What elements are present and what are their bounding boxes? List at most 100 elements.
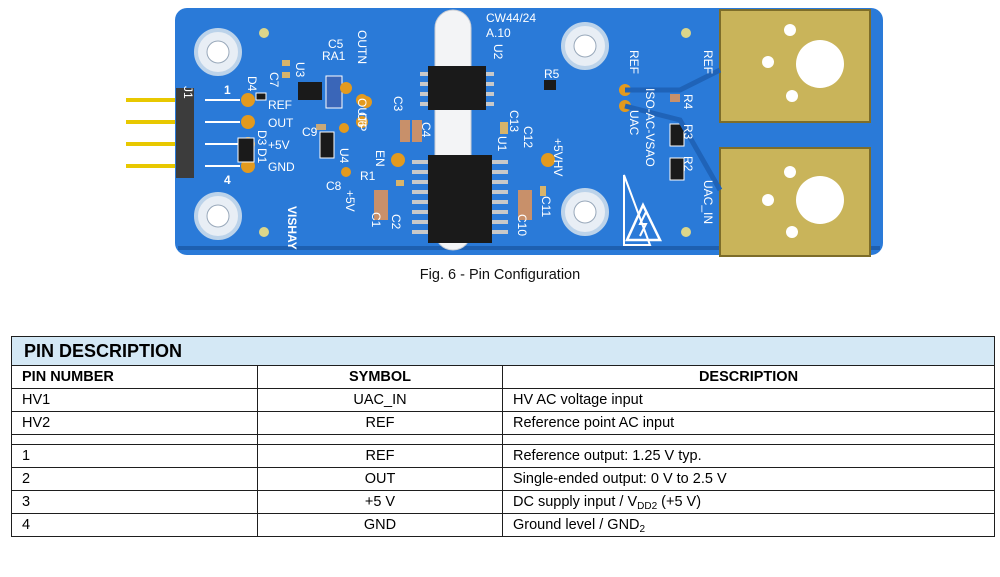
silk-out: OUT [268,116,294,130]
table-title: PIN DESCRIPTION [11,336,995,366]
silk-outn: OUTN [355,30,369,64]
silk-outp: OUTP [355,98,369,131]
connector-j1 [176,88,194,178]
table-row: 4 GND Ground level / GND2 [11,513,995,537]
header-pins [126,98,186,168]
silk-c11: C11 [539,196,553,217]
cell-symbol: OUT [257,467,503,491]
hv-pad-uac-in [719,147,871,257]
silk-c12: C12 [521,126,535,148]
cell-pin: HV1 [11,388,258,412]
cell-symbol: GND [257,513,503,537]
silk-c9: C9 [302,125,318,139]
vishay-logo: VISHAY [285,206,299,250]
cell-description: HV AC voltage input [502,388,995,412]
vias [259,28,691,237]
cell-description: Reference point AC input [502,411,995,435]
pcb-substrate [175,8,883,255]
description-text: Ground level / GND [513,517,640,533]
table-header-row: PIN NUMBER SYMBOL DESCRIPTION [11,365,995,389]
silk-d4: D4 [245,76,259,92]
figure-caption: Fig. 6 - Pin Configuration [419,267,581,283]
cell-pin: HV2 [11,411,258,435]
description-text: DC supply input / V [513,494,638,510]
silk-uac-in: UAC_IN [701,180,715,224]
pin1-label: 1 [224,83,231,97]
pin-description-table: PIN DESCRIPTION PIN NUMBER SYMBOL DESCRI… [11,336,995,537]
mounting-holes [194,22,609,240]
silk-c3: C3 [391,96,405,112]
cell-description: Ground level / GND2 [502,513,995,537]
silk-u2: U2 [491,44,505,60]
silk-en: EN [373,150,387,167]
table-spacer-row [11,434,995,445]
cell-description: DC supply input / VDD2 (+5 V) [502,490,995,514]
left-components [237,60,343,163]
table-row: 2 OUT Single-ended output: 0 V to 2.5 V [11,467,995,491]
silk-ref-net: REF [627,50,641,74]
silk-d3: D3 [255,130,269,146]
spacer-cell [257,434,503,445]
table-row: 1 REF Reference output: 1.25 V typ. [11,444,995,468]
silk-5v: +5V [268,138,290,152]
cell-pin: 1 [11,444,258,468]
header-description: DESCRIPTION [502,365,995,389]
silk-r5: R5 [544,67,560,81]
description-subscript: 2 [639,524,646,535]
silk-gnd: GND [268,160,295,174]
silk-iso: ISO-AC-VSAO [643,88,657,167]
silk-version-line2: A.10 [486,26,511,40]
pcb-board-image: J1 1 4 REF OUT +5V GND [120,0,890,265]
silk-c1: C1 [369,212,383,228]
silk-c10: C10 [515,214,529,236]
silk-plus5v: +5V [343,190,357,212]
passive-components [374,80,685,220]
silk-r2: R2 [681,156,695,172]
header-pin-number: PIN NUMBER [11,365,258,389]
silk-plus5vhv: +5VHV [551,138,565,176]
hazard-warning-icon [623,174,662,246]
header-symbol: SYMBOL [257,365,503,389]
table-row: HV1 UAC_IN HV AC voltage input [11,388,995,412]
silk-u3: U3 [293,62,307,78]
cell-description: Reference output: 1.25 V typ. [502,444,995,468]
silk-u4: U4 [337,148,351,164]
silk-r4: R4 [681,94,695,110]
cell-symbol: +5 V [257,490,503,514]
silk-c2: C2 [389,214,403,230]
cell-symbol: UAC_IN [257,388,503,412]
pcb-board-drawing: J1 1 4 REF OUT +5V GND [126,8,883,257]
ic-u2 [420,66,494,110]
connector-label: J1 [181,86,195,99]
cell-pin: 2 [11,467,258,491]
table-title-row: PIN DESCRIPTION [11,336,995,366]
cell-pin: 3 [11,490,258,514]
spacer-cell [502,434,995,445]
silk-c6: C6 [355,112,369,128]
table-row: 3 +5 V DC supply input / VDD2 (+5 V) [11,490,995,514]
hv-pad-ref [719,9,871,123]
silk-c13: C13 [507,110,521,132]
silk-version-line1: CW44/24 [486,11,536,25]
cell-description: Single-ended output: 0 V to 2.5 V [502,467,995,491]
silk-c7: C7 [267,72,281,88]
description-tail: (+5 V) [657,494,702,510]
silk-d1: D1 [255,148,269,164]
ic-u1 [412,155,508,243]
cell-pin: 4 [11,513,258,537]
pin4-label: 4 [224,173,231,187]
silk-r3: R3 [681,124,695,140]
silk-ref: REF [268,98,292,112]
silk-c4: C4 [419,122,433,138]
silk-c8: C8 [326,179,342,193]
table-row: HV2 REF Reference point AC input [11,411,995,435]
description-subscript: DD2 [637,501,658,512]
cell-symbol: REF [257,444,503,468]
spacer-cell [11,434,258,445]
silk-r1: R1 [360,169,376,183]
silk-c5: C5 [328,37,344,51]
silk-uac-net: UAC [627,110,641,136]
silk-ref-hv: REF [701,50,715,74]
silk-ra1: RA1 [322,49,346,63]
silk-u1: U1 [495,136,509,152]
